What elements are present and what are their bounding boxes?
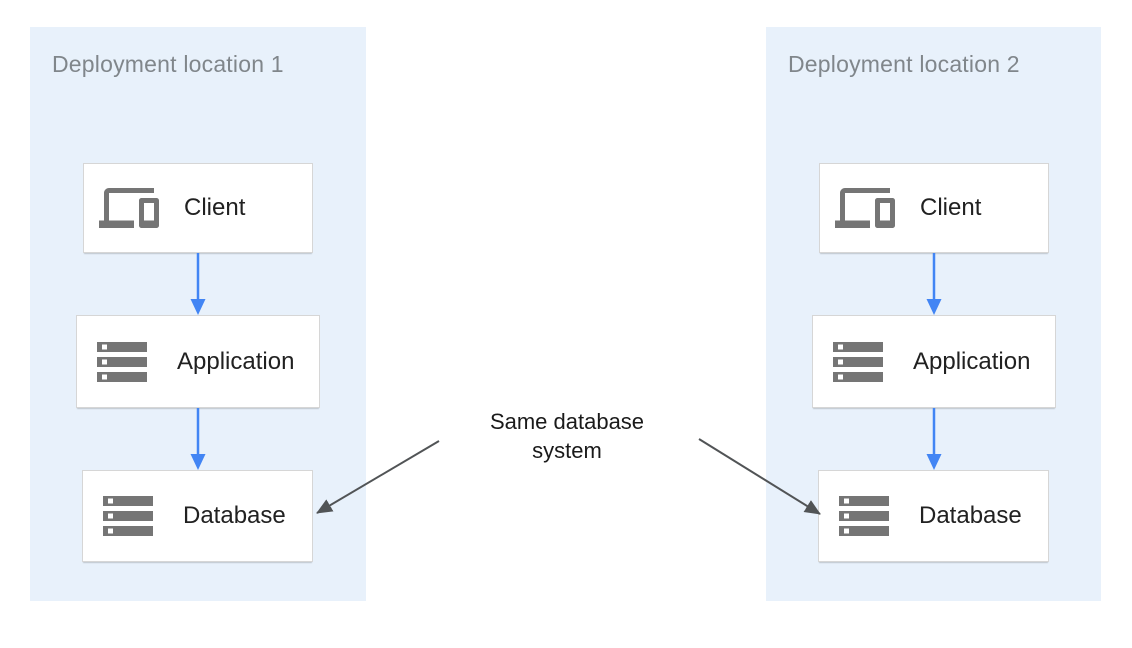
node-database: Database: [82, 470, 313, 562]
node-label: Client: [184, 194, 246, 221]
node-label: Database: [919, 502, 1022, 529]
panel-title: Deployment location 1: [52, 51, 284, 77]
storage-icon: [92, 332, 152, 392]
node-client: Client: [83, 163, 313, 253]
flow-arrow-client-to-application: [926, 253, 942, 315]
devices-icon: [99, 178, 159, 238]
annotation-arrows: [316, 438, 821, 515]
node-application: Application: [76, 315, 320, 408]
node-label: Application: [177, 347, 295, 375]
storage-icon: [828, 332, 888, 392]
node-label: Client: [920, 194, 982, 221]
storage-icon: [98, 486, 158, 546]
deployment-panel-2: Deployment location 2 Client Application…: [766, 27, 1101, 601]
panel-title: Deployment location 2: [788, 51, 1020, 77]
node-database: Database: [818, 470, 1049, 562]
node-label: Database: [183, 502, 286, 529]
annotation-label: Same database system: [489, 409, 645, 463]
deployment-panel-1: Deployment location 1 Client Application…: [30, 27, 366, 601]
storage-icon: [834, 486, 894, 546]
node-label: Application: [913, 347, 1031, 375]
devices-icon: [835, 178, 895, 238]
annotation-arrow-left: [316, 440, 440, 514]
node-client: Client: [819, 163, 1049, 253]
node-application: Application: [812, 315, 1056, 408]
flow-arrow-application-to-database: [190, 408, 206, 470]
flow-arrow-application-to-database: [926, 408, 942, 470]
annotation-arrow-right: [698, 438, 821, 515]
flow-arrow-client-to-application: [190, 253, 206, 315]
